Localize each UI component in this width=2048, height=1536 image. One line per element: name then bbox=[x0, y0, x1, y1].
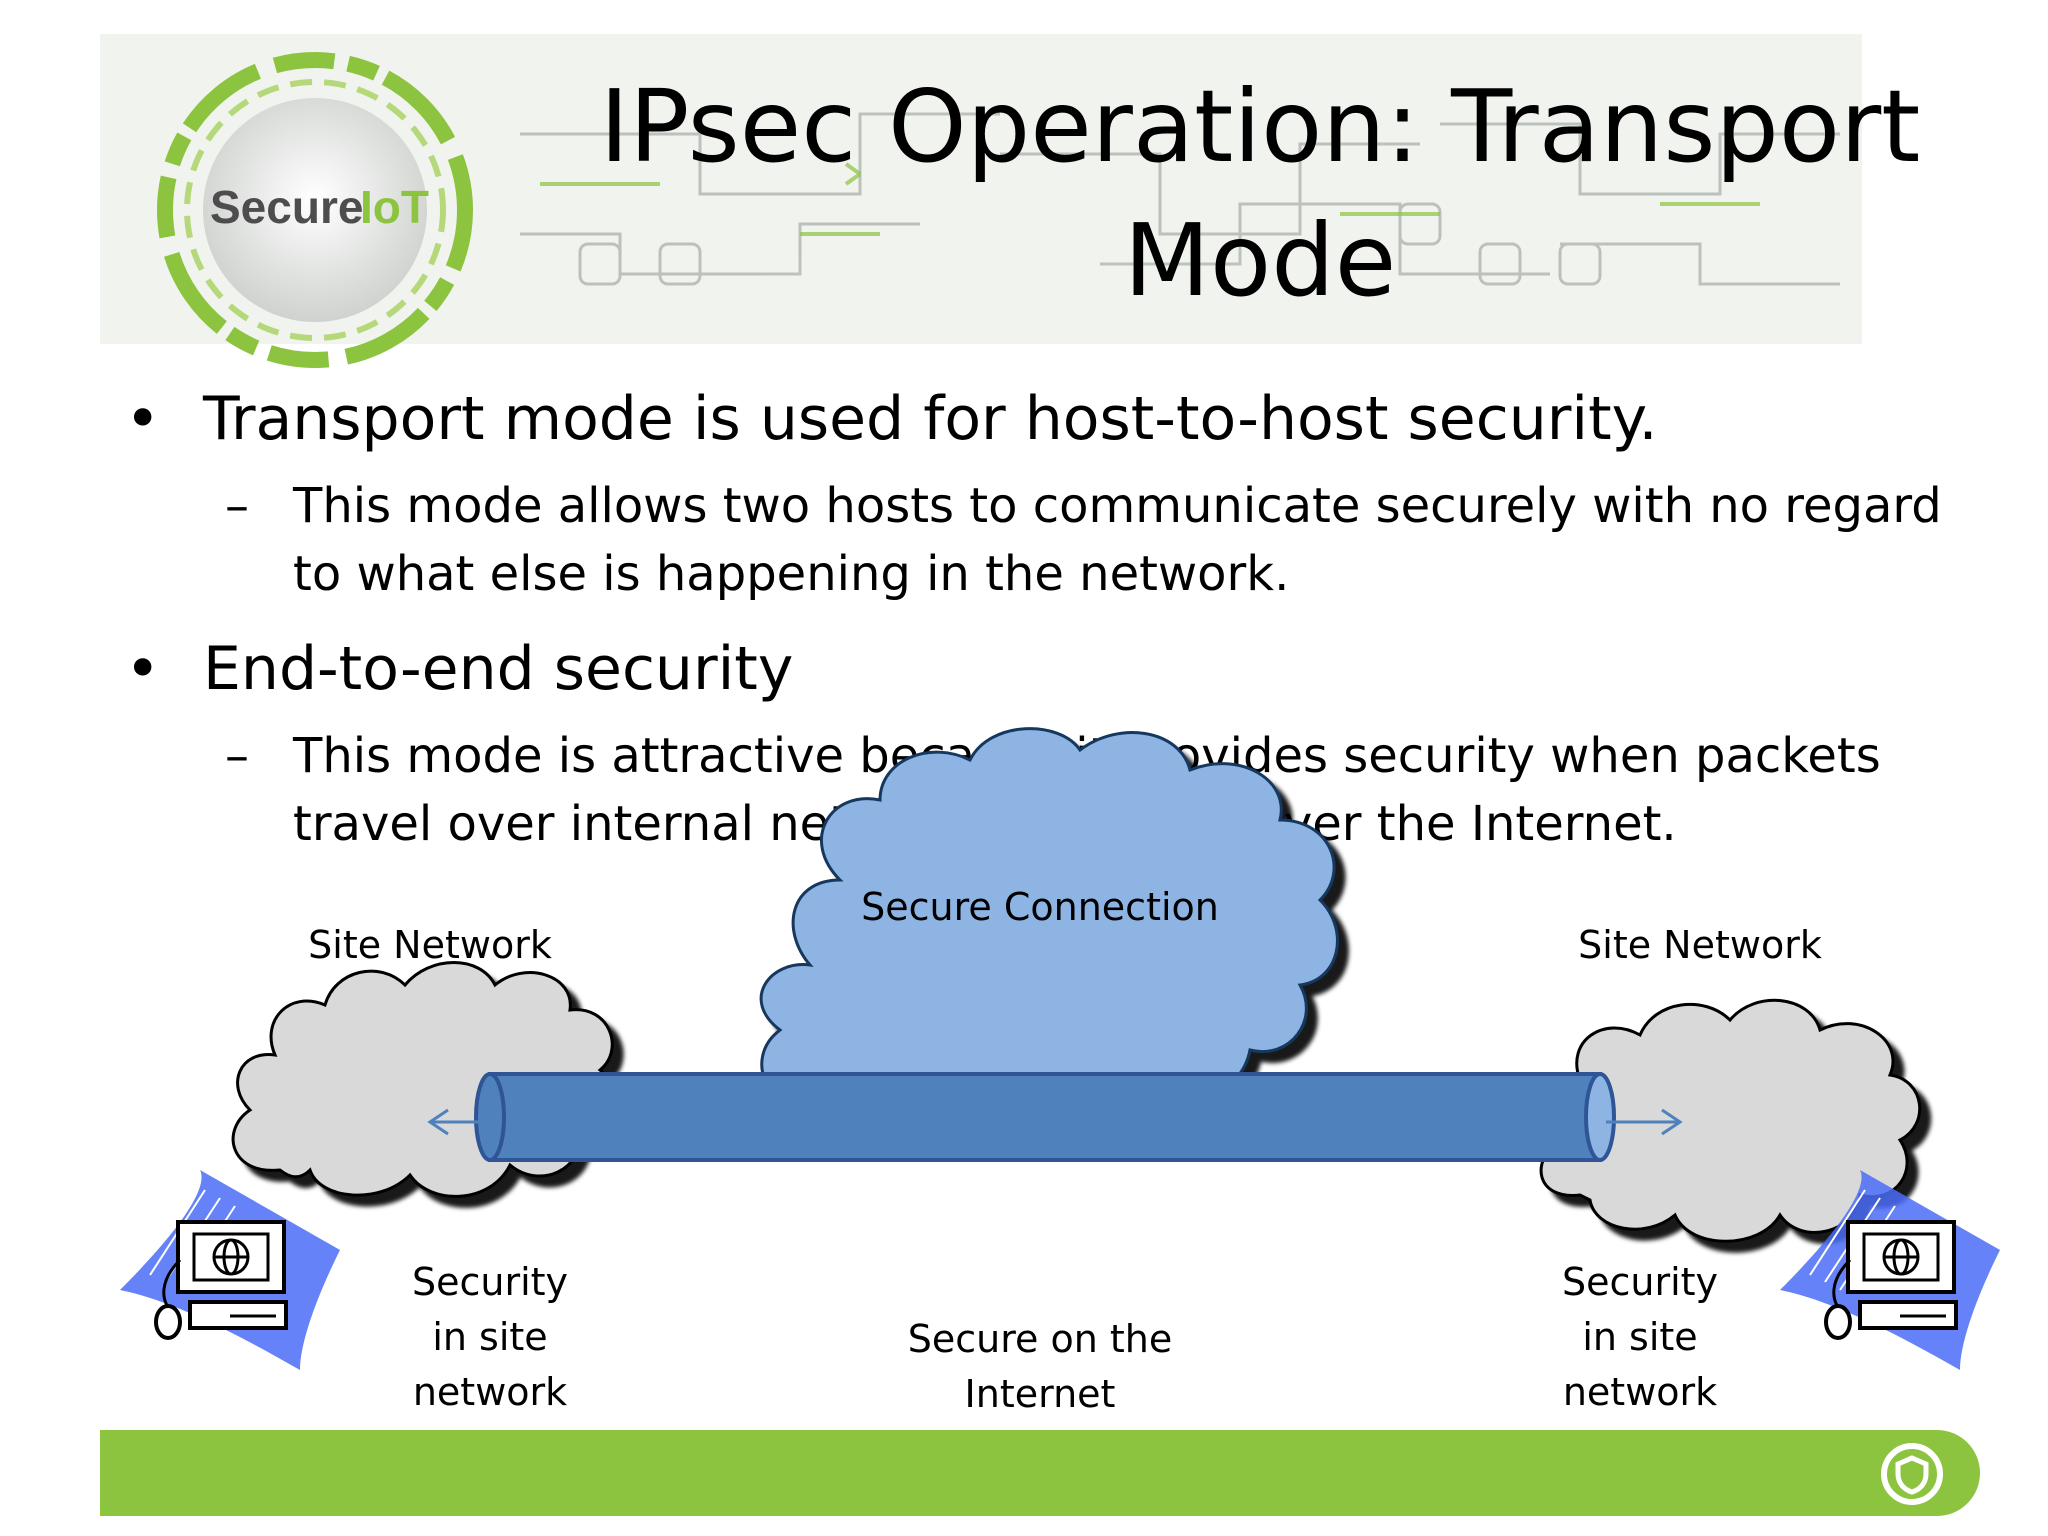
left-security-label: Security in site network bbox=[411, 1260, 569, 1414]
slide-title: IPsec Operation: Transport Mode bbox=[599, 68, 1921, 319]
bullet-2-text: End-to-end security bbox=[203, 634, 794, 704]
secure-connection-label: Secure Connection bbox=[861, 885, 1219, 929]
right-globe-icon bbox=[1882, 1238, 1920, 1276]
right-site-network-label: Site Network bbox=[1578, 923, 1822, 967]
footer-bar bbox=[100, 1430, 1980, 1516]
left-site-network-label: Site Network bbox=[308, 923, 552, 967]
bullet-1-text: Transport mode is used for host-to-host … bbox=[203, 384, 1658, 454]
left-host-computer-icon bbox=[120, 1170, 340, 1370]
secureiot-logo: Secure IoT bbox=[157, 52, 473, 368]
circuit-background bbox=[520, 112, 1840, 286]
svg-text:IoT: IoT bbox=[360, 181, 429, 233]
logo-text: Secure bbox=[210, 181, 363, 233]
left-arrow-icon bbox=[427, 1108, 490, 1136]
right-host-computer-icon bbox=[1780, 1170, 2000, 1370]
sub-bullet-1-line-2: to what else is happening in the network… bbox=[293, 546, 1290, 602]
secure-tunnel bbox=[474, 1072, 1616, 1162]
right-arrow-icon bbox=[1606, 1108, 1683, 1136]
left-globe-icon bbox=[212, 1238, 250, 1276]
right-security-label: Security in site network bbox=[1561, 1260, 1719, 1414]
shield-icon bbox=[1881, 1443, 1943, 1505]
internet-label: Secure on the Internet bbox=[907, 1317, 1173, 1416]
sub-bullet-1-line-1: This mode allows two hosts to communicat… bbox=[293, 478, 1942, 534]
